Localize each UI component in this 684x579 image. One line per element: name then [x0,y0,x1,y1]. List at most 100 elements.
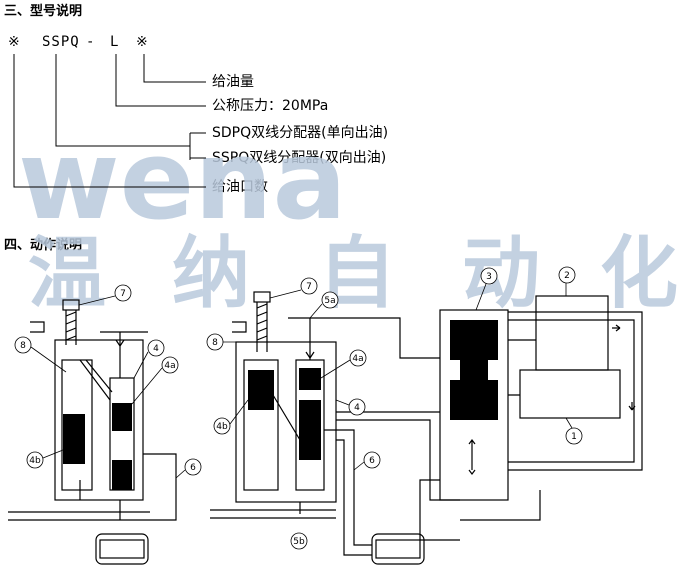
code-leader-lines [13,54,206,188]
callout-right-1 [565,427,583,445]
left-piston-4a-upper [112,403,132,431]
middle-cap [253,291,271,303]
callout-middle-6 [363,451,381,469]
watermark-char-4: 动 [462,229,540,319]
watermark-char-5: 化 [600,229,678,319]
callout-labels: 7 8 4 4a 4b 6 7 5a 8 4a 4b 4 6 5b 3 2 1 [20,271,577,547]
callout-label-middle-5a: 5a [324,296,335,306]
right-valve-arrow [468,439,476,475]
middle-outlet-pipe [324,429,372,546]
callout-label-right-2: 2 [564,271,570,281]
left-cylinder-inner [99,539,145,559]
middle-top-pipe [288,317,440,359]
legend-item-pressure: 公称压力：20MPa [212,98,329,114]
left-cylinder [95,533,149,565]
callouts [14,266,583,550]
middle-outlet-pipe-2 [336,439,372,556]
left-spring [65,311,77,341]
leader-outlets [13,54,206,188]
callout-middle-7-line [269,289,302,299]
callout-left-7-line [78,295,116,306]
middle-body [235,341,337,503]
callout-label-right-3: 3 [486,272,492,282]
callout-left-4 [147,339,165,357]
callout-label-middle-4: 4 [354,403,360,413]
middle-piston-4b [248,370,274,410]
middle-spring [256,303,268,341]
callout-left-6-line [175,469,186,479]
right-inner-loop [508,319,635,463]
callout-label-middle-5b: 5b [293,537,305,547]
callout-middle-7 [300,277,318,295]
callout-left-4a-line [131,367,163,405]
right-outer-loop [508,311,643,471]
legend-item-sdpq: SDPQ双线分配器(单向出油) [212,125,389,141]
callout-middle-4 [348,398,366,416]
callout-left-7 [114,284,132,302]
callout-right-2 [558,266,576,284]
right-bottom-return [460,490,541,521]
right-connections [508,339,536,396]
middle-bore-left [243,359,279,491]
callout-label-left-4b: 4b [29,456,41,466]
right-spool-neck [460,360,488,380]
callout-middle-4b-line [229,399,249,425]
middle-pistons [248,368,321,460]
watermark-latin: wena [18,116,347,244]
middle-piston-4a-lower [299,400,321,460]
right-spool-upper [450,320,498,360]
callout-label-left-7: 7 [120,289,126,299]
left-piston-4b [63,414,85,464]
left-outlet-stubs [79,480,121,520]
left-diagonal-passage [79,359,113,401]
right-bottom-loop [419,479,460,541]
callout-middle-5a-line [309,303,323,319]
left-outlet-pipe [143,453,177,521]
left-bottom-pipe [8,511,150,521]
callout-label-middle-8: 8 [212,338,218,348]
callout-middle-4-line [335,399,350,406]
callout-right-3 [480,267,498,285]
middle-indicator-rod [256,302,268,352]
code-part-3: L [110,34,120,50]
callout-left-4b [26,451,44,469]
callout-left-4-line [133,351,149,379]
leader-series [55,54,190,147]
callout-middle-5b [290,532,308,550]
left-piston-4a-lower [112,460,132,490]
leader-feed-amount [143,54,206,83]
middle-distributor [210,291,460,565]
callout-label-left-6: 6 [190,463,196,473]
callout-label-left-4a: 4a [164,361,175,371]
right-valve-body [439,309,509,501]
callout-left-8-line [30,346,67,373]
left-inlet [30,321,45,333]
middle-bottom-pipe [210,509,336,519]
callout-left-4a [161,356,179,374]
callout-left-6 [184,458,202,476]
callout-middle-5a [321,291,339,309]
left-top-arrow [115,339,125,348]
callout-middle-4a-line [320,359,351,379]
callout-label-middle-4b: 4b [216,422,228,432]
right-lower-unit [519,369,621,419]
code-part-2: SSPQ [42,34,80,50]
callout-label-middle-4a: 4a [352,354,363,364]
middle-diagonal-passage [269,389,301,441]
left-body [54,339,144,501]
callout-middle-4a [349,349,367,367]
leader-pressure [115,54,206,107]
left-pistons [63,403,132,490]
section-3-heading: 三、型号说明 [4,4,83,19]
right-spool-lower [450,380,498,420]
callout-label-middle-6: 6 [369,456,375,466]
callout-left-8 [14,336,32,354]
left-top-pipe [100,331,148,378]
right-system [419,295,643,541]
callout-left-4b-line [42,449,64,459]
right-arrow-side [628,402,636,411]
callout-label-left-8: 8 [20,341,26,351]
callout-label-middle-7: 7 [306,282,312,292]
middle-piston-4a-upper [299,368,321,390]
